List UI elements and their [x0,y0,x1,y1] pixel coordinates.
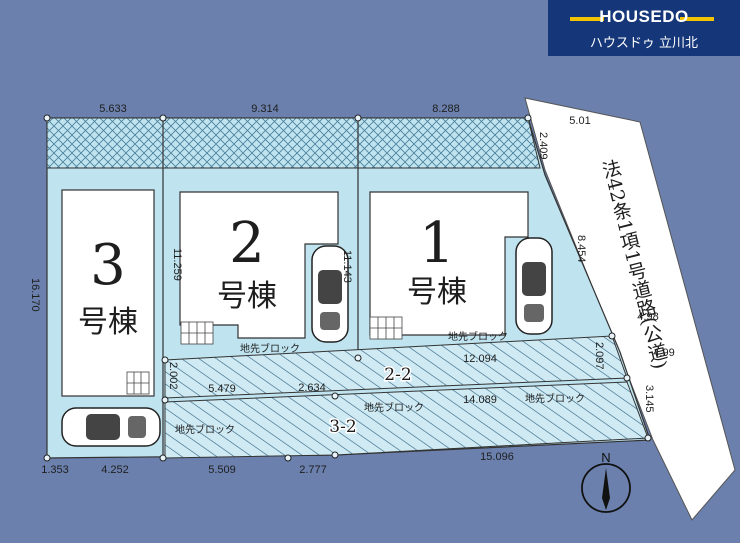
dim-bot-1: 1.353 [41,464,69,476]
dim-east-2: 4.99 [653,347,674,359]
lot-label-3-2: 3-2 [329,417,356,437]
dim-mid-2: 2.634 [298,382,326,394]
north-compass: N [581,450,631,513]
building-3 [61,189,155,397]
lot-label-2-2: 2-2 [384,365,411,385]
survey-points [43,114,652,462]
road-area [524,97,736,521]
dim-w-2002: 2.002 [167,362,179,390]
housedo-logo: HOUSEDO ハウスドゥ 立川北 [548,0,740,56]
dim-lane-2-2: 12.094 [463,353,497,365]
lane-3-2 [164,381,649,459]
building-1-label: 号棟 [407,275,467,310]
dim-bot-5: 15.096 [480,451,514,463]
dim-b1-side: 11.143 [341,250,353,283]
dim-top-3: 8.288 [432,103,460,115]
block-note-3: 地先ブロック [364,401,424,414]
compass-north-label: N [601,450,610,465]
dim-left-side: 16.170 [29,278,41,312]
porch-grid-3 [126,371,150,395]
block-note-4: 地先ブロック [525,392,585,405]
building-1-number: 1 [419,211,455,276]
car-2 [311,245,349,343]
north-setback-strip [46,117,541,169]
dim-east-1: 4.98 [637,311,658,323]
porch-grid-1 [369,316,403,340]
logo-bar-right [680,17,714,21]
building-3-label: 号棟 [78,305,138,340]
logo-brand: HOUSEDO [599,7,689,26]
logo-bar-left [570,17,604,21]
dim-bot-2: 4.252 [101,464,129,476]
car-1 [515,237,553,335]
block-note-1: 地先ブロック [240,342,300,355]
dim-east-diag: 2.097 [593,342,605,370]
dim-east-3: 3.145 [643,385,655,413]
dim-top-2: 9.314 [251,103,279,115]
dim-road-side: 8.454 [575,235,587,263]
building-3-number: 3 [90,233,126,298]
dim-top-1: 5.633 [99,103,127,115]
building-2-number: 2 [229,211,265,276]
dim-mid-1: 5.479 [208,383,236,395]
porch-grid-2 [180,321,214,345]
dim-mid-3: 14.089 [463,394,497,406]
dim-road-corner: 2.409 [537,132,549,160]
dim-bot-3: 5.509 [208,464,236,476]
dim-b2-side: 11.259 [171,248,183,281]
block-note-2: 地先ブロック [448,330,508,343]
block-note-5: 地先ブロック [175,423,235,436]
car-3 [61,407,161,447]
logo-store-name: ハウスドゥ 立川北 [589,36,699,51]
dim-road-top: 5.01 [569,115,590,127]
building-2-label: 号棟 [217,279,277,314]
dim-bot-4: 2.777 [299,464,327,476]
